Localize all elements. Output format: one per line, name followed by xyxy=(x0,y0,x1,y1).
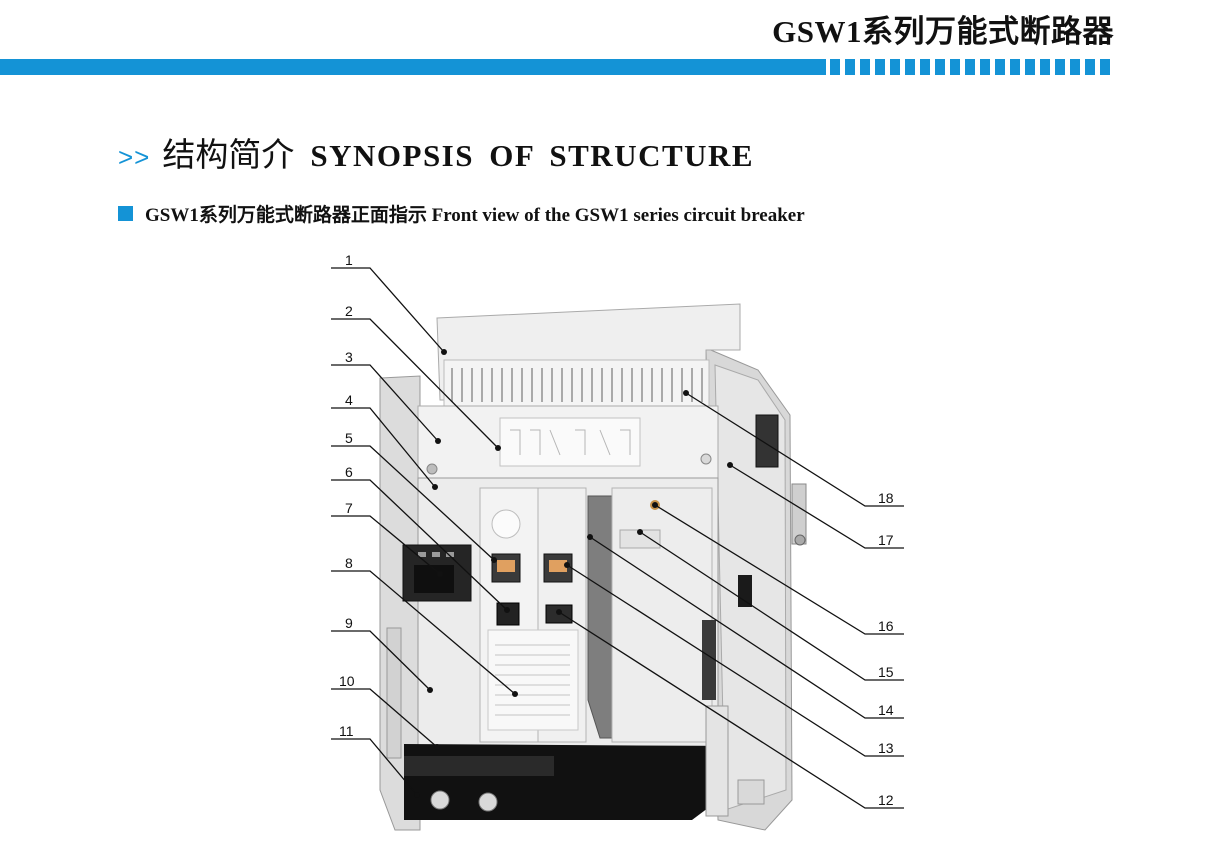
callout-7: 7 xyxy=(345,500,353,516)
figure-caption: GSW1系列万能式断路器正面指示 Front view of the GSW1 … xyxy=(118,200,805,227)
callout-1: 1 xyxy=(345,252,353,268)
callout-10: 10 xyxy=(339,673,355,689)
leader-dots xyxy=(414,349,733,798)
callout-8: 8 xyxy=(345,555,353,571)
callout-18: 18 xyxy=(878,490,894,506)
callout-6: 6 xyxy=(345,464,353,480)
figure-caption-text: GSW1系列万能式断路器正面指示 Front view of the GSW1 … xyxy=(145,205,805,226)
callout-4: 4 xyxy=(345,392,353,408)
section-heading: >> 结构简介 SYNOPSIS OF STRUCTURE xyxy=(118,128,754,176)
circuit-breaker-illustration xyxy=(379,303,807,831)
callout-12: 12 xyxy=(878,792,894,808)
section-arrows: >> xyxy=(118,142,151,172)
section-title-en: SYNOPSIS OF STRUCTURE xyxy=(310,138,755,173)
callout-9: 9 xyxy=(345,615,353,631)
caption-bullet-square xyxy=(118,206,133,221)
callout-17: 17 xyxy=(878,532,894,548)
leader-lines xyxy=(331,267,904,809)
page-header-title: GSW1系列万能式断路器 xyxy=(772,14,1114,49)
callout-16: 16 xyxy=(878,618,894,634)
callout-13: 13 xyxy=(878,740,894,756)
callout-5: 5 xyxy=(345,430,353,446)
header-accent-bar xyxy=(0,59,826,75)
callout-3: 3 xyxy=(345,349,353,365)
callout-14: 14 xyxy=(878,702,894,718)
callout-15: 15 xyxy=(878,664,894,680)
section-title-cn: 结构简介 xyxy=(162,136,295,173)
callout-2: 2 xyxy=(345,303,353,319)
header-dashed-bar xyxy=(830,59,1112,75)
callout-11: 11 xyxy=(339,723,354,739)
